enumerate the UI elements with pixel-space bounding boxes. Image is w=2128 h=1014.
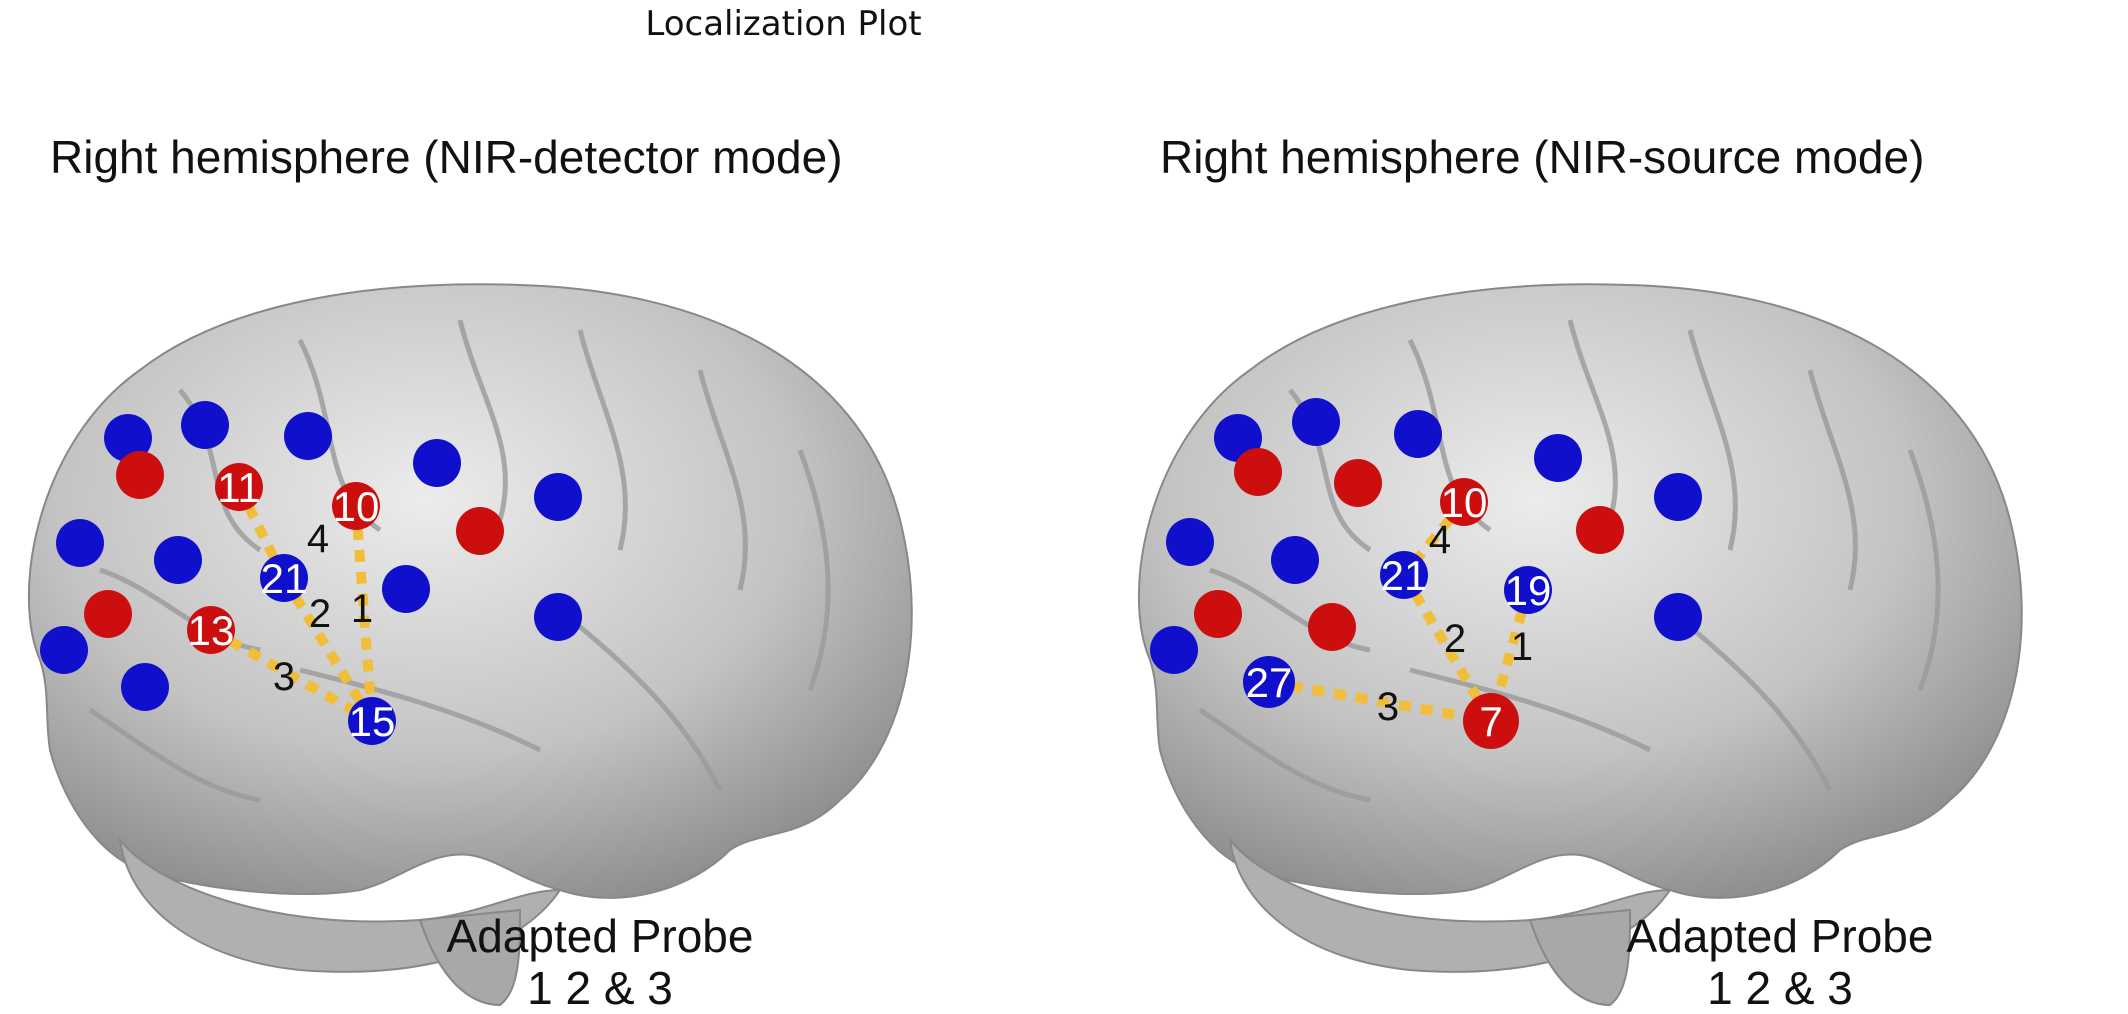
detector-optode [40,626,88,674]
channel-1-label: 1 [1511,625,1533,669]
detector-optode [382,565,430,613]
channel-3-line [1268,677,1492,726]
channel-1-label: 1 [351,587,373,631]
panel-detector-mode: Right hemisphere (NIR-detector mode) [0,120,1040,1014]
detector-optode [284,412,332,460]
optode-15-label: 15 [349,698,396,745]
source-optode [1234,448,1282,496]
optode-11-circle [215,463,263,511]
channel-2-label: 2 [1444,617,1466,661]
channel-4-label: 4 [1429,518,1451,562]
source-optode [456,507,504,555]
optode-21-circle [1380,551,1428,599]
probe-caption-line2: 1 2 & 3 [527,962,673,1014]
optode-19-circle [1504,566,1552,614]
panel-source-mode: Right hemisphere (NIR-source mode) [1110,120,2128,1014]
channel-lines [208,484,377,726]
detector-optode [1394,410,1442,458]
probe-caption-line1: Adapted Probe [446,910,754,962]
brain-diagram-source-mode: 10 7 21 19 27 1 2 3 4 [1137,283,2023,1007]
detector-optode [56,519,104,567]
source-optode [1334,459,1382,507]
brain-cerebrum [1137,283,2023,899]
channel-2-line [1399,572,1496,724]
panel-title: Right hemisphere (NIR-source mode) [1160,131,1925,183]
source-optode [1576,506,1624,554]
unlabeled-optodes [40,401,582,711]
probe-caption-line1: Adapted Probe [1626,910,1934,962]
optode-21-circle [260,554,308,602]
channel-3-line [208,625,375,726]
detector-optode [1654,473,1702,521]
brainstem [1528,908,1632,1007]
optode-7-label: 7 [1479,698,1502,745]
detector-optode [104,414,152,462]
source-optode [1194,590,1242,638]
detector-optode [1166,518,1214,566]
brain-diagram-detector-mode: 11 10 13 21 15 1 2 3 4 [27,283,913,1007]
channel-labels: 1 2 3 4 [1377,518,1533,729]
source-optode [1308,603,1356,651]
source-optode [116,451,164,499]
detector-optode [1654,593,1702,641]
probe-caption: Adapted Probe 1 2 & 3 [440,910,760,1014]
detector-optode [154,536,202,584]
optode-11-label: 11 [217,464,261,511]
channel-3-label: 3 [1377,685,1399,729]
optode-13-circle [187,606,235,654]
source-optode [84,590,132,638]
optode-13-label: 13 [188,607,235,654]
channel-2-line [279,575,377,724]
detector-optode [413,439,461,487]
channel-labels: 1 2 3 4 [273,517,373,699]
channel-4-label: 4 [307,517,329,561]
detector-optode [534,473,582,521]
optode-21-label: 21 [1381,552,1428,599]
optode-21-label: 21 [261,555,308,602]
panel-title: Right hemisphere (NIR-detector mode) [50,131,843,183]
detector-optode [1534,434,1582,482]
brainstem [418,908,522,1007]
optode-19-label: 19 [1505,567,1552,614]
optode-15-circle [348,697,396,745]
channel-4-line [1400,498,1468,579]
detector-optode [121,663,169,711]
optode-10-label: 10 [1441,479,1488,526]
optode-7-circle [1463,693,1519,749]
channel-2-label: 2 [309,592,331,636]
detector-optode [1150,626,1198,674]
labeled-optodes: 10 7 21 19 27 [1243,478,1552,749]
optode-10-circle [1440,478,1488,526]
probe-caption: Adapted Probe 1 2 & 3 [1620,910,1940,1014]
detector-optode [181,401,229,449]
unlabeled-optodes [1150,398,1702,674]
probe-caption-line2: 1 2 & 3 [1707,962,1853,1014]
optode-10-circle [332,482,380,530]
optode-10-label: 10 [333,483,380,530]
brain-cerebrum [27,283,913,899]
channel-3-label: 3 [273,655,295,699]
channel-1-line [351,505,377,722]
brain-gyri [88,319,831,803]
optode-27-circle [1243,656,1295,708]
labeled-optodes: 11 10 13 21 15 [187,463,396,745]
channel-4-line [234,484,289,581]
detector-optode [1271,536,1319,584]
figure-title: Localization Plot [645,4,922,44]
optode-27-label: 27 [1246,659,1293,706]
detector-optode [1292,398,1340,446]
detector-optode [534,593,582,641]
